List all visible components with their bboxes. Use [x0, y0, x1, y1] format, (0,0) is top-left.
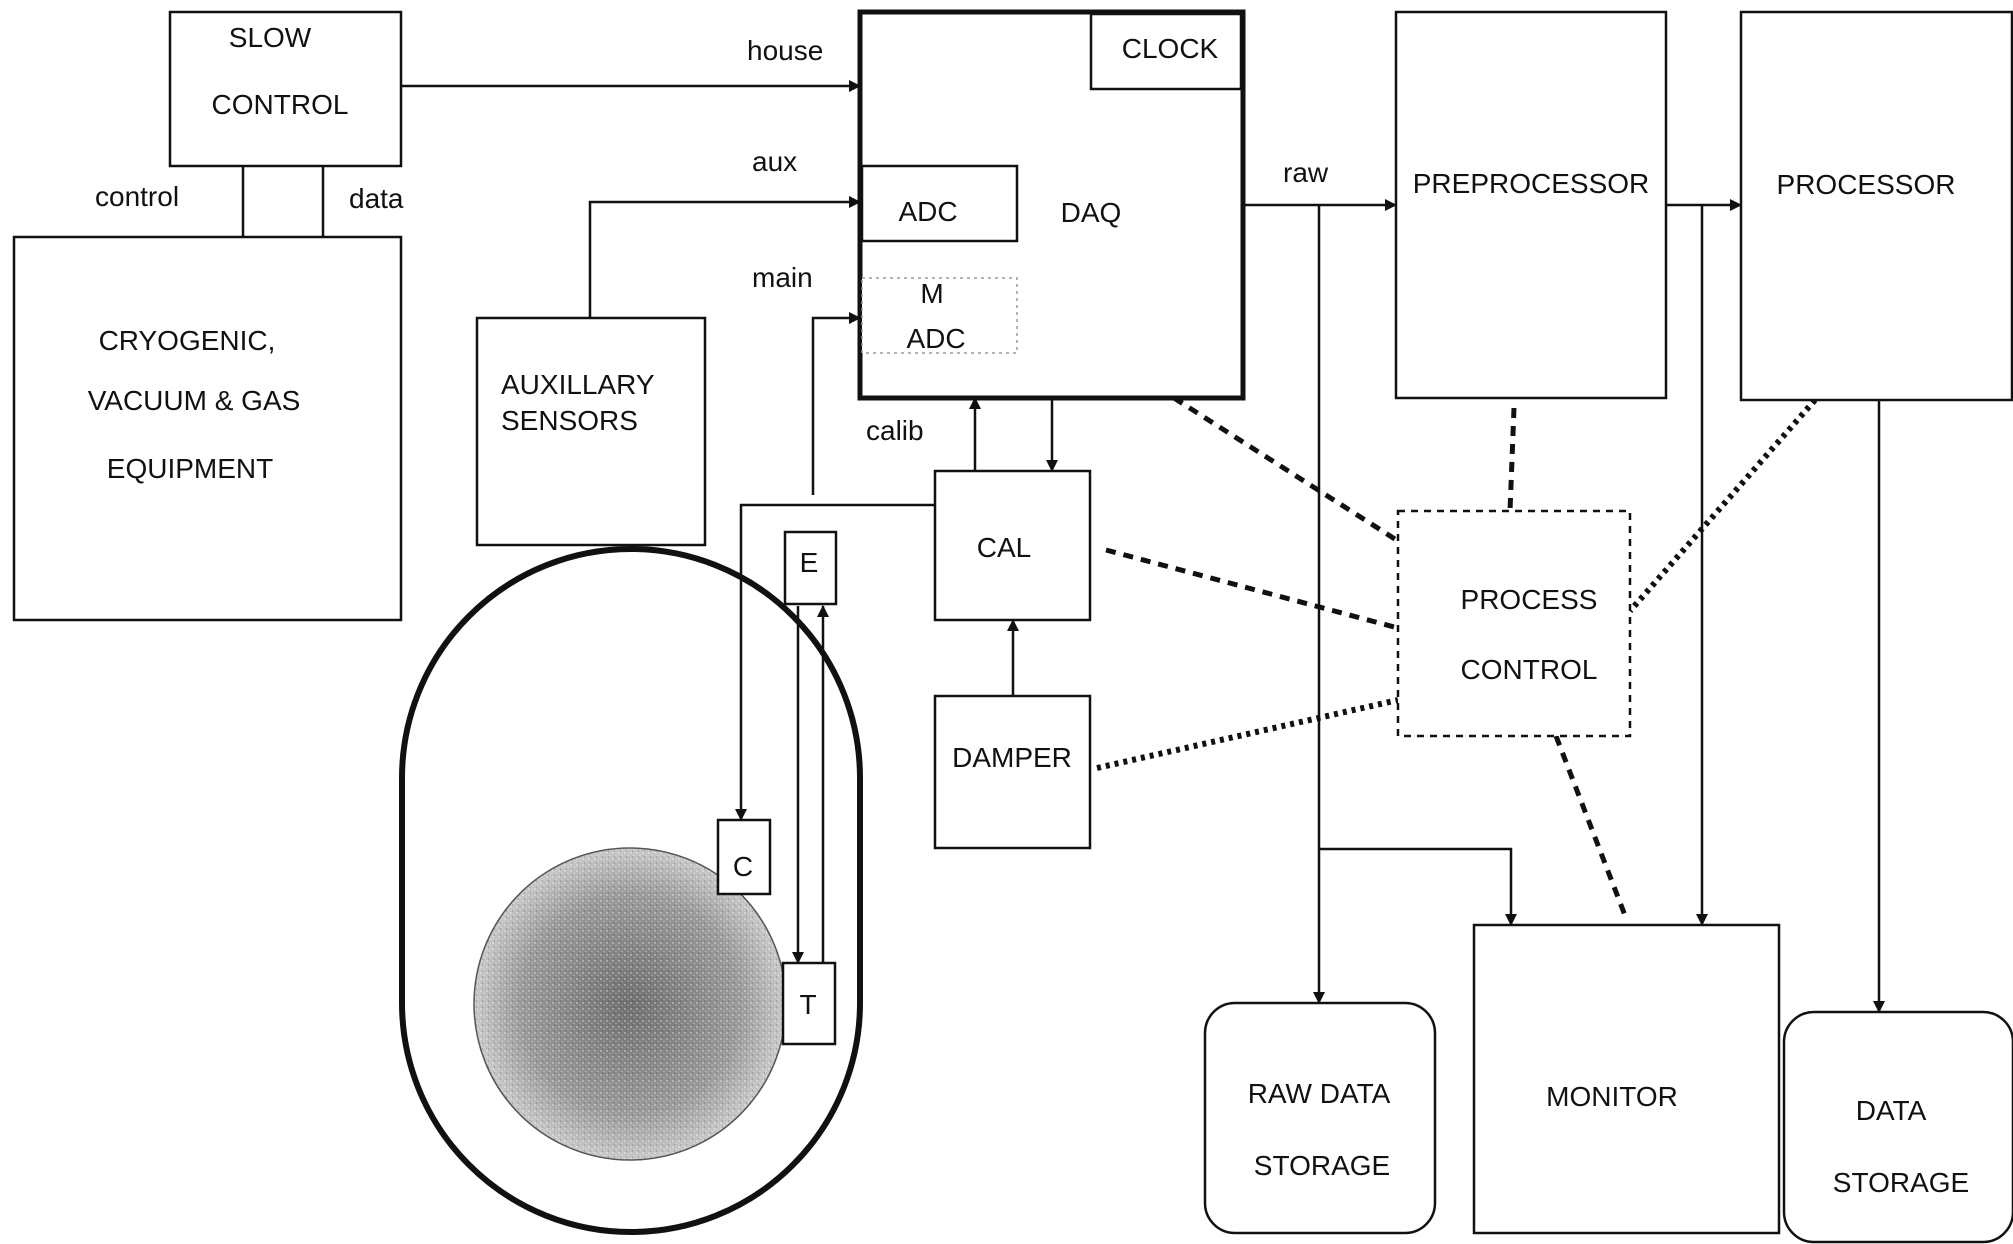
clock-label: CLOCK — [1122, 33, 1219, 64]
main-connector — [811, 312, 861, 495]
processor-control-link — [1627, 398, 1818, 613]
auxillary-sensors-label-line2: SENSORS — [501, 405, 638, 436]
data-storage-label-line1: DATA — [1856, 1095, 1927, 1126]
damper-label: DAMPER — [952, 742, 1072, 773]
adc-box — [860, 164, 1019, 243]
cryostat-vessel — [399, 546, 863, 1235]
slow-control-label-line1: SLOW — [229, 22, 312, 53]
process-control-label-line1: PROCESS — [1461, 584, 1598, 615]
c-block: C — [716, 818, 772, 896]
main-label: main — [752, 262, 813, 293]
main-adc-label-line1: M — [920, 278, 943, 309]
data-storage-label-line2: STORAGE — [1833, 1167, 1969, 1198]
connection-labels: house aux main calib raw control data — [95, 35, 1329, 446]
auxillary-sensors-block: AUXILLARY SENSORS — [475, 316, 707, 547]
cryostat-outline — [399, 546, 863, 1235]
data-label: data — [349, 183, 404, 214]
aux-connector — [588, 196, 861, 318]
daq-label: DAQ — [1061, 197, 1122, 228]
raw-label: raw — [1283, 157, 1329, 188]
damper-block: DAMPER — [933, 694, 1092, 850]
calib-label: calib — [866, 415, 924, 446]
e-block: E — [783, 530, 838, 606]
preprocessor-label: PREPROCESSOR — [1413, 168, 1650, 199]
processor-block: PROCESSOR — [1739, 10, 2013, 402]
monitor-label: MONITOR — [1546, 1081, 1678, 1112]
e-label: E — [800, 547, 819, 578]
monitor-control-link — [1553, 735, 1629, 919]
damper-control-link — [1096, 697, 1399, 771]
slow-control-label-line2: CONTROL — [212, 89, 349, 120]
adc-label: ADC — [898, 196, 957, 227]
monitor-block: MONITOR — [1472, 923, 1781, 1235]
cryogenic-equipment-block: CRYOGENIC, VACUUM & GAS EQUIPMENT — [12, 235, 403, 622]
process-control-label-line2: CONTROL — [1461, 654, 1598, 685]
preprocessor-block: PREPROCESSOR — [1394, 10, 1668, 400]
control-label: control — [95, 181, 179, 212]
t-block: T — [781, 961, 837, 1046]
slow-control-block: SLOW CONTROL — [168, 10, 403, 168]
main-adc-box — [861, 277, 1018, 354]
cal-to-c-connector — [735, 503, 935, 821]
t-label: T — [799, 989, 816, 1020]
raw-data-storage-block: RAW DATA STORAGE — [1203, 1001, 1437, 1235]
processor-label: PROCESSOR — [1777, 169, 1956, 200]
preprocessor-control-link — [1507, 407, 1517, 512]
aux-label: aux — [752, 146, 797, 177]
clock-box — [1089, 12, 1243, 91]
cal-block: CAL — [933, 469, 1092, 622]
raw-monitor-connector — [1319, 847, 1517, 926]
cryogenic-label-line2: VACUUM & GAS — [88, 385, 301, 416]
daq-control-link — [1172, 395, 1400, 544]
cryogenic-label-line1: CRYOGENIC, — [99, 325, 276, 356]
process-control-links — [1096, 395, 1818, 919]
connections — [241, 80, 1885, 1013]
cal-control-link — [1105, 547, 1399, 631]
cryogenic-label-line3: EQUIPMENT — [107, 453, 273, 484]
auxillary-sensors-label-line1: AUXILLARY — [501, 369, 655, 400]
cal-label: CAL — [977, 532, 1031, 563]
raw-data-storage-label-line1: RAW DATA — [1248, 1078, 1391, 1109]
c-label: C — [733, 851, 753, 882]
data-storage-block: DATA STORAGE — [1782, 1010, 2013, 1244]
process-control-block: PROCESS CONTROL — [1396, 509, 1632, 738]
raw-data-storage-label-line2: STORAGE — [1254, 1150, 1390, 1181]
house-label: house — [747, 35, 823, 66]
daq-block: CLOCK ADC M ADC DAQ — [857, 9, 1246, 401]
main-adc-label-line2: ADC — [906, 323, 965, 354]
